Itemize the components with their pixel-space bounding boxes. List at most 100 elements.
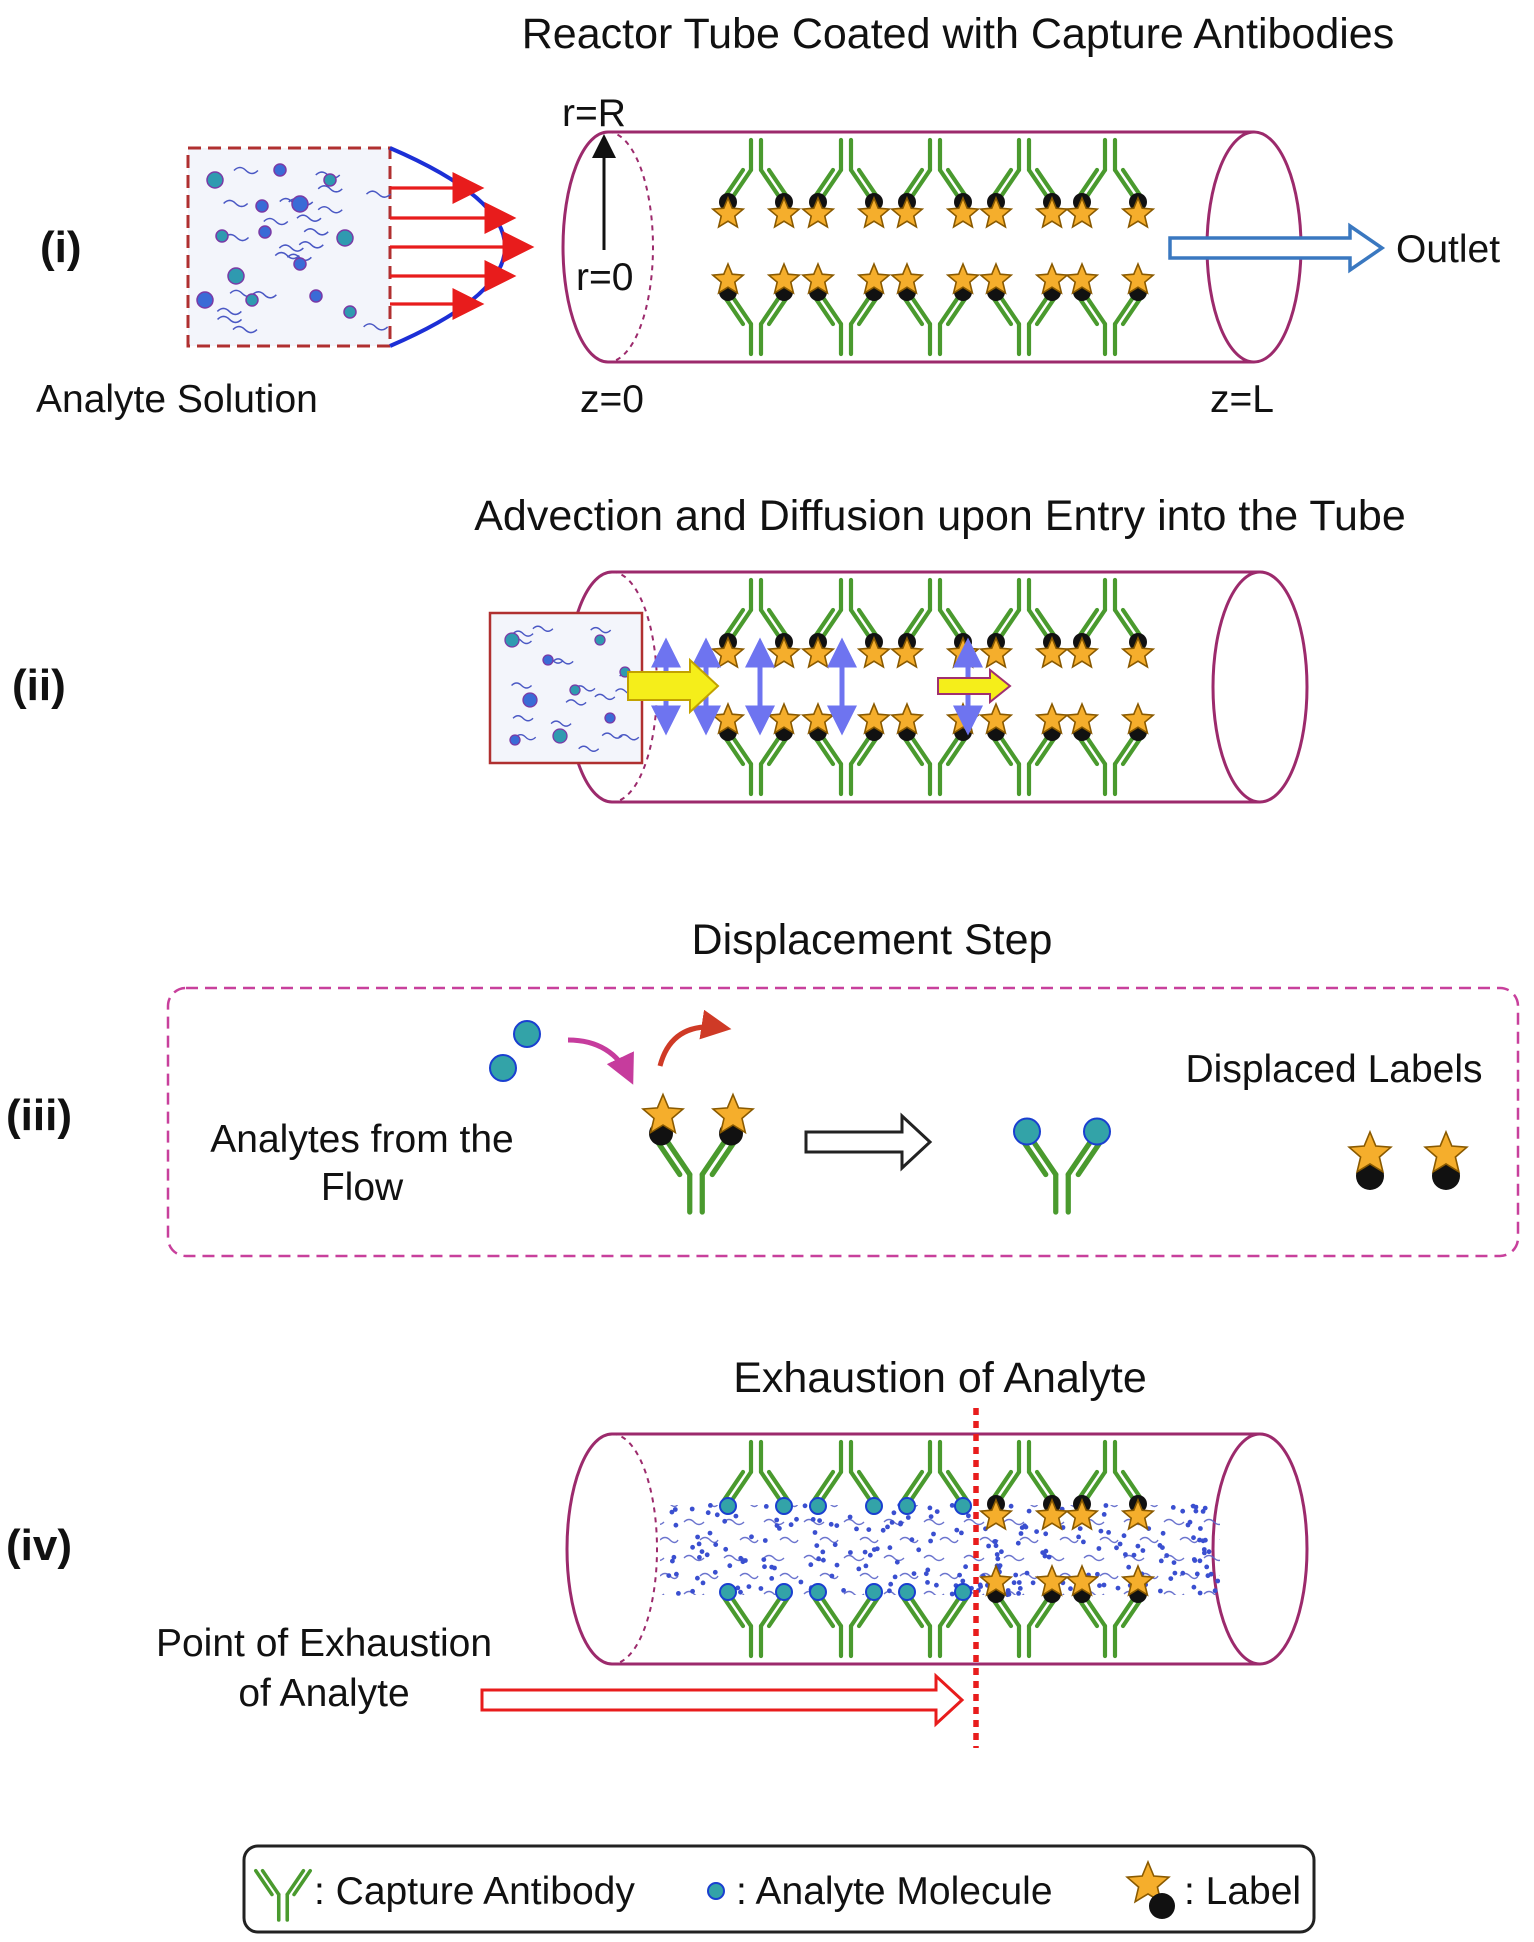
label-star: [1347, 1129, 1393, 1174]
label-star: [766, 261, 802, 295]
displacement-box: [166, 986, 1520, 1258]
panel-4-title: Exhaustion of Analyte: [733, 1354, 1147, 1402]
label-star: [1064, 261, 1100, 295]
panel-2-numeral: (ii): [12, 661, 66, 710]
panel-2-antibodies: [710, 577, 1156, 797]
outlet-arrow: [1168, 222, 1386, 274]
analyte-molecule: [1013, 1117, 1041, 1146]
panel-4-numeral: (iv): [6, 1521, 72, 1570]
analyte-molecule: [809, 1583, 827, 1601]
label-star: [800, 635, 836, 669]
capture-antibody: [1075, 733, 1145, 797]
label-star: [1120, 261, 1156, 295]
panel-1-antibodies: [710, 137, 1156, 357]
analyte-solution-box: [186, 146, 392, 348]
analyte-molecule: [954, 1583, 972, 1601]
legend: : Capture Antibody : Analyte Molecule : …: [242, 1844, 1316, 1934]
analyte-molecule: [707, 1882, 725, 1900]
label-star: [889, 635, 925, 669]
panel-3-numeral: (iii): [6, 1091, 72, 1140]
capture-antibody: [989, 577, 1059, 641]
outlet-label: Outlet: [1396, 228, 1500, 271]
label-star: [1423, 1129, 1469, 1174]
advection-arrow-small: [937, 667, 1012, 705]
exhaustion-label-line1: Point of Exhaustion: [156, 1622, 492, 1665]
z-equals-0-label: z=0: [580, 378, 644, 421]
capture-antibody: [900, 1595, 970, 1659]
panel-2-title: Advection and Diffusion upon Entry into …: [474, 492, 1406, 540]
label-star: [710, 195, 746, 229]
label-star: [1034, 1563, 1070, 1597]
legend-analyte-icon: [707, 1882, 725, 1900]
label-star: [1120, 195, 1156, 229]
leaving-label-curve: [657, 1009, 732, 1067]
label-star: [800, 195, 836, 229]
capture-antibody: [811, 137, 881, 201]
label-star: [1034, 261, 1070, 295]
capture-antibody: [721, 733, 791, 797]
capture-antibody: [1075, 137, 1145, 201]
capture-antibody: [811, 293, 881, 357]
label-star: [889, 195, 925, 229]
label-star: [1064, 195, 1100, 229]
label-star: [1064, 701, 1100, 735]
panel-3-title: Displacement Step: [692, 916, 1053, 964]
analyte-molecule: [719, 1497, 737, 1515]
capture-antibody: [721, 1595, 791, 1659]
reactor-tube-1: [561, 130, 1303, 364]
capture-antibody: [1075, 1439, 1145, 1503]
capture-antibody: [989, 1439, 1059, 1503]
capture-antibody: [900, 1439, 970, 1503]
legend-analyte-text: : Analyte Molecule: [736, 1870, 1053, 1913]
label-star: [856, 701, 892, 735]
label-star: [889, 261, 925, 295]
capture-antibody: [900, 137, 970, 201]
exhaustion-pointer-arrow: [480, 1672, 965, 1728]
r-equals-R-label: r=R: [562, 92, 626, 135]
analyte-molecule: [1083, 1117, 1111, 1146]
label-star: [1064, 1497, 1100, 1531]
label-star: [856, 261, 892, 295]
capture-antibody: [1075, 1595, 1145, 1659]
label-star: [978, 195, 1014, 229]
label-star: [978, 635, 1014, 669]
label-star: [1034, 701, 1070, 735]
label-star: [1120, 701, 1156, 735]
capture-antibody: [900, 293, 970, 357]
capture-antibody: [989, 733, 1059, 797]
panel-1-title: Reactor Tube Coated with Capture Antibod…: [522, 10, 1394, 58]
label-star: [1064, 635, 1100, 669]
label-star: [641, 1092, 685, 1135]
panel-3: (iii) Displacement Step Analytes from th…: [6, 916, 1520, 1258]
capture-antibody: [721, 1439, 791, 1503]
label-star: [945, 195, 981, 229]
label-star: [766, 195, 802, 229]
capture-antibody: [900, 577, 970, 641]
free-analyte: [489, 1054, 517, 1082]
label-star: [800, 261, 836, 295]
capture-antibody: [989, 293, 1059, 357]
analyte-molecule: [775, 1583, 793, 1601]
label-star: [978, 261, 1014, 295]
capture-antibody: [989, 1595, 1059, 1659]
capture-antibody: [1075, 293, 1145, 357]
legend-label-icon: [1125, 1859, 1175, 1919]
label-star: [1120, 1563, 1156, 1597]
reaction-arrow: [804, 1112, 933, 1172]
label-star: [889, 701, 925, 735]
label-star: [1125, 1859, 1171, 1904]
panel-1-numeral: (i): [40, 223, 82, 272]
capture-antibody: [989, 137, 1059, 201]
capture-antibody: [811, 1439, 881, 1503]
legend-antibody-text: : Capture Antibody: [314, 1870, 635, 1913]
label-star: [710, 261, 746, 295]
label-star: [1064, 1563, 1100, 1597]
panel-1: (i) Reactor Tube Coated with Capture Ant…: [36, 10, 1500, 421]
analyte-molecule: [898, 1497, 916, 1515]
label-star: [856, 635, 892, 669]
label-star: [978, 701, 1014, 735]
label-star: [978, 1563, 1014, 1597]
label-star: [711, 1092, 755, 1135]
legend-label-text: : Label: [1184, 1870, 1301, 1913]
